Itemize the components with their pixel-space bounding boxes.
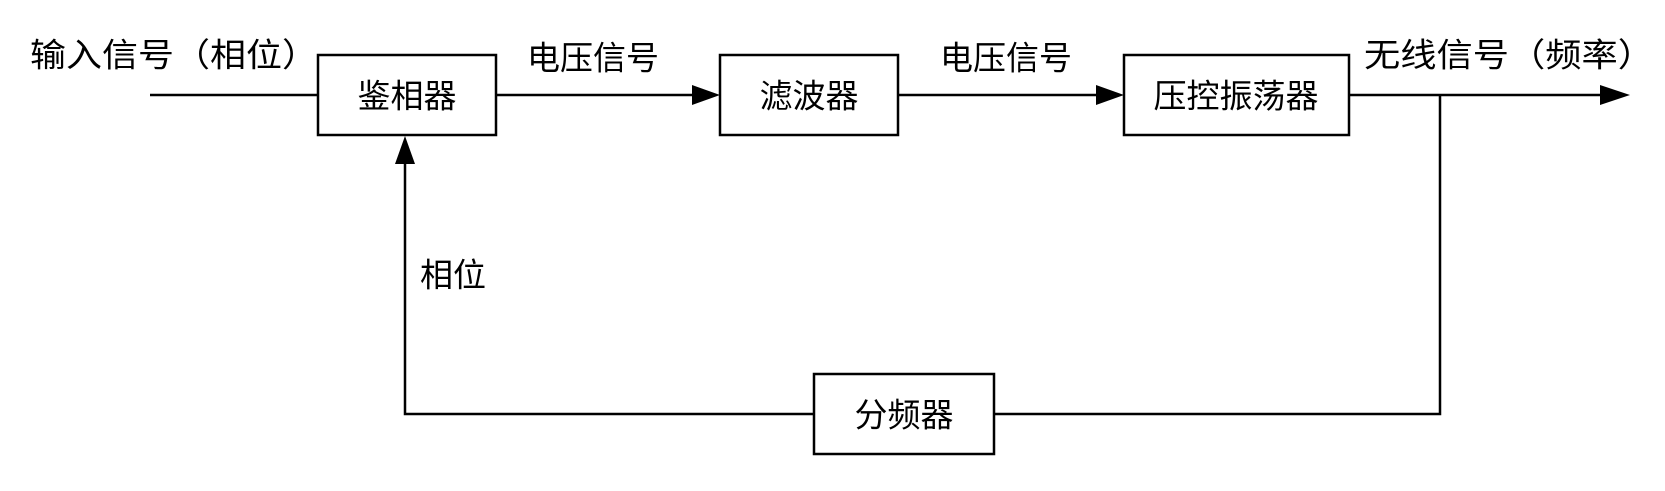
phase-detector-label: 鉴相器 — [358, 77, 457, 116]
feedback-phase-label: 相位 — [420, 256, 486, 295]
frequency-divider-label: 分频器 — [855, 396, 954, 435]
arrow-to-vco — [1096, 85, 1124, 105]
phase-detector-block: 鉴相器 — [316, 53, 498, 137]
frequency-divider-block: 分频器 — [812, 372, 996, 456]
detector-output-label: 电压信号 — [527, 39, 659, 78]
feedback-tap-wire — [994, 95, 1442, 416]
loop-filter-label: 滤波器 — [760, 77, 859, 116]
arrow-to-filter — [692, 85, 720, 105]
arrow-output — [1600, 85, 1630, 105]
vco-label: 压控振荡器 — [1154, 77, 1319, 116]
loop-filter-block: 滤波器 — [718, 53, 900, 137]
feedback-return-wire — [403, 160, 814, 416]
filter-output-label: 电压信号 — [940, 39, 1072, 78]
output-signal-label: 无线信号（频率） — [1364, 36, 1654, 75]
arrow-feedback-to-detector — [395, 136, 415, 164]
vco-block: 压控振荡器 — [1122, 53, 1351, 137]
input-signal-label: 输入信号（相位） — [30, 36, 318, 75]
